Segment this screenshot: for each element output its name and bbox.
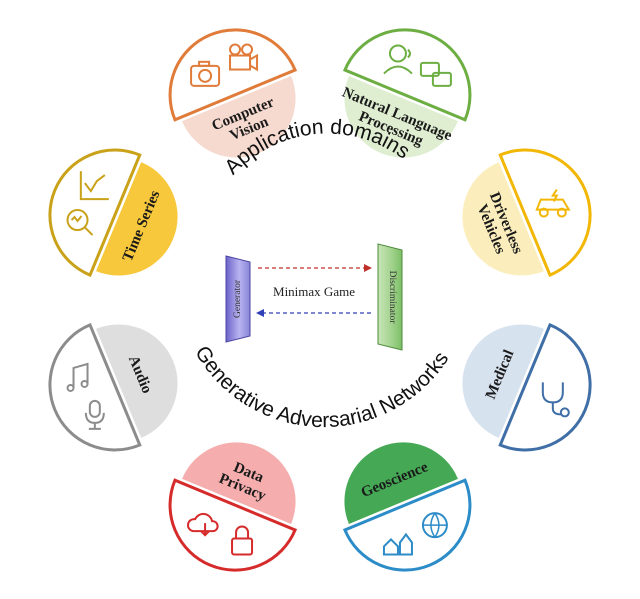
- gan-center: Generator Discriminator Minimax Game: [225, 243, 403, 351]
- petal-inner-fill: [344, 442, 458, 524]
- petal-inner-fill: [182, 442, 296, 524]
- petal-outer-shell: [498, 322, 592, 452]
- stethoscope-icon: [541, 382, 570, 418]
- globe-icon: [421, 512, 448, 539]
- music-note-icon: [66, 362, 89, 392]
- domain-petal-computer-vision: ComputerVision: [168, 28, 298, 158]
- petal-outer-shell: [48, 322, 142, 452]
- petal-outer-shell: [498, 148, 592, 278]
- minimax-game-label: Minimax Game: [273, 284, 355, 299]
- petal-outer-shell: [342, 28, 472, 122]
- petal-outer-shell: [168, 28, 298, 122]
- generator-block: [225, 255, 251, 343]
- lock-icon: [231, 525, 254, 556]
- domain-petal-driverless-vehicles: DriverlessVehicles: [462, 148, 592, 278]
- petal-inner-fill: [344, 76, 458, 158]
- line-chart-icon: [79, 171, 109, 201]
- petal-inner-fill: [462, 324, 544, 438]
- camera-icon: [190, 60, 221, 87]
- speaking-person-icon: [383, 44, 413, 75]
- arrowhead-left: [256, 309, 264, 317]
- domain-petal-geoscience: Geoscience: [342, 442, 472, 572]
- video-camera-icon: [229, 43, 259, 72]
- microphone-icon: [84, 399, 105, 430]
- petal-outer-shell: [168, 478, 298, 572]
- domain-petal-audio: Audio: [48, 322, 178, 452]
- arrowhead-right: [364, 264, 372, 272]
- petal-inner-fill: [182, 76, 296, 158]
- generator-label: Generator: [233, 279, 243, 318]
- discriminator-block: [377, 243, 403, 351]
- petal-inner-fill: [96, 162, 178, 276]
- chat-bubbles-icon: [419, 61, 452, 87]
- cloud-download-icon: [187, 512, 219, 537]
- domain-petal-time-series: Time Series: [48, 148, 178, 278]
- magnifier-chart-icon: [66, 209, 94, 236]
- domain-petal-data-privacy: DataPrivacy: [168, 442, 298, 572]
- discriminator-label: Discriminator: [387, 271, 397, 325]
- arc-title-bottom: Generative Adversarial Networks: [190, 342, 453, 432]
- petal-inner-fill: [462, 162, 544, 276]
- electric-car-icon: [535, 189, 571, 218]
- petal-outer-shell: [48, 148, 142, 278]
- domain-petal-medical: Medical: [462, 322, 592, 452]
- petal-inner-fill: [96, 324, 178, 438]
- houses-icon: [382, 532, 413, 556]
- petal-outer-shell: [342, 478, 472, 572]
